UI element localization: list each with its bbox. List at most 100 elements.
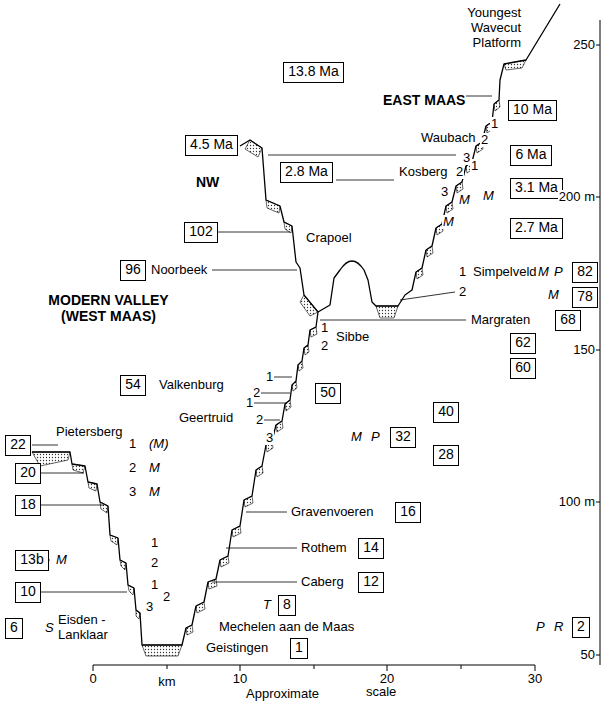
terrace-label: Crapoel xyxy=(305,231,353,246)
boxed-number: 82 xyxy=(572,262,598,283)
terrace-label: Geistingen xyxy=(205,641,269,656)
box-number-text: 4.5 Ma xyxy=(186,136,237,152)
terrace-label: M xyxy=(148,485,161,500)
terrace-label: 2 xyxy=(458,285,467,300)
valley-profile xyxy=(32,4,560,645)
axis-label: 30 xyxy=(527,672,543,687)
boxed-number: 22 xyxy=(5,435,31,456)
boxed-number: 102 xyxy=(184,222,218,243)
terrace-label: 1 xyxy=(245,396,254,411)
box-number-text: 2.8 Ma xyxy=(281,163,332,179)
axis-label: 150 xyxy=(572,343,596,358)
terrace-label: 3 xyxy=(145,600,154,615)
boxed-number: 13.8 Ma xyxy=(283,62,344,83)
boxed-number: 6 xyxy=(5,618,23,639)
boxed-number: 50 xyxy=(315,383,341,404)
terrace-label: M xyxy=(350,430,363,445)
terrace-label: 1 xyxy=(265,370,274,385)
terrace-label: NW xyxy=(195,174,220,190)
boxed-number: 2.8 Ma xyxy=(280,162,333,183)
boxed-number: 8 xyxy=(278,595,296,616)
box-number-text: 2.7 Ma xyxy=(511,219,562,235)
terrace-label: S xyxy=(44,621,55,636)
boxed-number: 28 xyxy=(433,445,459,466)
terrace-label: Youngest Wavecut Platform xyxy=(456,6,522,51)
terrace-label: Kosberg xyxy=(398,165,448,180)
terrace-label: M xyxy=(547,288,560,303)
boxed-number: 18 xyxy=(15,495,41,516)
terrace-label: M xyxy=(537,265,550,280)
terrace-label: Gravenvoeren xyxy=(290,505,374,520)
boxed-number: 60 xyxy=(510,358,536,379)
box-number-text: 68 xyxy=(556,311,580,327)
box-number-text: 16 xyxy=(396,503,420,519)
axis-label: scale xyxy=(365,685,397,700)
terrace-label: M xyxy=(458,193,471,208)
boxed-number: 78 xyxy=(572,287,598,308)
terrace-label: Rothem xyxy=(300,541,348,556)
terrace-label: M xyxy=(55,553,68,568)
box-number-text: 40 xyxy=(434,403,458,419)
terrace-label: 2 xyxy=(320,339,329,354)
axis-label: km xyxy=(157,675,176,690)
box-number-text: 78 xyxy=(573,288,597,304)
terrace-label: 2 xyxy=(128,461,137,476)
box-number-text: 10 xyxy=(16,583,40,599)
box-number-text: 22 xyxy=(6,436,30,452)
box-number-text: 12 xyxy=(359,573,383,589)
boxed-number: 16 xyxy=(395,502,421,523)
boxed-number: 68 xyxy=(555,310,581,331)
boxed-number: 4.5 Ma xyxy=(185,135,238,156)
terrace-label: Geertruid xyxy=(178,411,234,426)
box-number-text: 3.1 Ma xyxy=(511,179,562,195)
terrace-label: 2 xyxy=(150,556,159,571)
axis-label: 100 m xyxy=(558,495,596,510)
terrace-label: Sibbe xyxy=(335,330,370,345)
box-number-text: 13.8 Ma xyxy=(284,63,343,79)
terrace-label: Mechelen aan de Maas xyxy=(218,620,355,635)
boxed-number: 96 xyxy=(120,260,146,281)
terrace-label: P xyxy=(535,620,546,635)
box-number-text: 14 xyxy=(359,539,383,555)
terrace-label: 1 xyxy=(320,321,329,336)
terrace-label: Valkenburg xyxy=(158,378,225,393)
gravel-deposits xyxy=(32,60,526,656)
terrace-label: 3 xyxy=(440,185,449,200)
terrace-label: 2 xyxy=(255,413,264,428)
box-number-text: 2 xyxy=(573,618,589,634)
terrace-label: 1 xyxy=(490,117,499,132)
axis-label: 50 xyxy=(580,648,596,663)
axis-label: 0 xyxy=(88,672,97,687)
terrace-label: Simpelveld xyxy=(472,265,538,280)
boxed-number: 40 xyxy=(433,402,459,423)
terrace-label: 1 xyxy=(470,159,479,174)
box-number-text: 1 xyxy=(291,639,307,655)
terrace-label: EAST MAAS xyxy=(382,92,466,108)
terrace-label: 3 xyxy=(128,485,137,500)
boxed-number: 32 xyxy=(390,427,416,448)
scale-axes xyxy=(93,20,600,671)
boxed-number: 2.7 Ma xyxy=(510,218,563,239)
boxed-number: 10 xyxy=(15,582,41,603)
box-number-text: 54 xyxy=(121,376,145,392)
box-number-text: 28 xyxy=(434,446,458,462)
terrace-label: Caberg xyxy=(300,575,345,590)
terrace-label: MODERN VALLEY (WEST MAAS) xyxy=(45,292,172,324)
terrace-label: T xyxy=(262,598,272,613)
box-number-text: 82 xyxy=(573,263,597,279)
terrace-label: M xyxy=(148,461,161,476)
terrace-label: Margraten xyxy=(470,313,531,328)
terrace-label: R xyxy=(553,620,564,635)
terrace-label: 2 xyxy=(480,133,489,148)
box-number-text: 6 Ma xyxy=(511,146,551,162)
boxed-number: 10 Ma xyxy=(508,100,557,121)
box-number-text: 18 xyxy=(16,496,40,512)
terrace-label: Eisden - Lanklaar xyxy=(57,613,117,643)
terrace-label: (M) xyxy=(148,437,170,452)
terrace-label: 1 xyxy=(128,437,137,452)
leader-lines xyxy=(32,96,492,592)
boxed-number: 1 xyxy=(290,638,308,659)
terrace-label: 2 xyxy=(162,590,171,605)
box-number-text: 62 xyxy=(511,334,535,350)
box-number-text: 32 xyxy=(391,428,415,444)
